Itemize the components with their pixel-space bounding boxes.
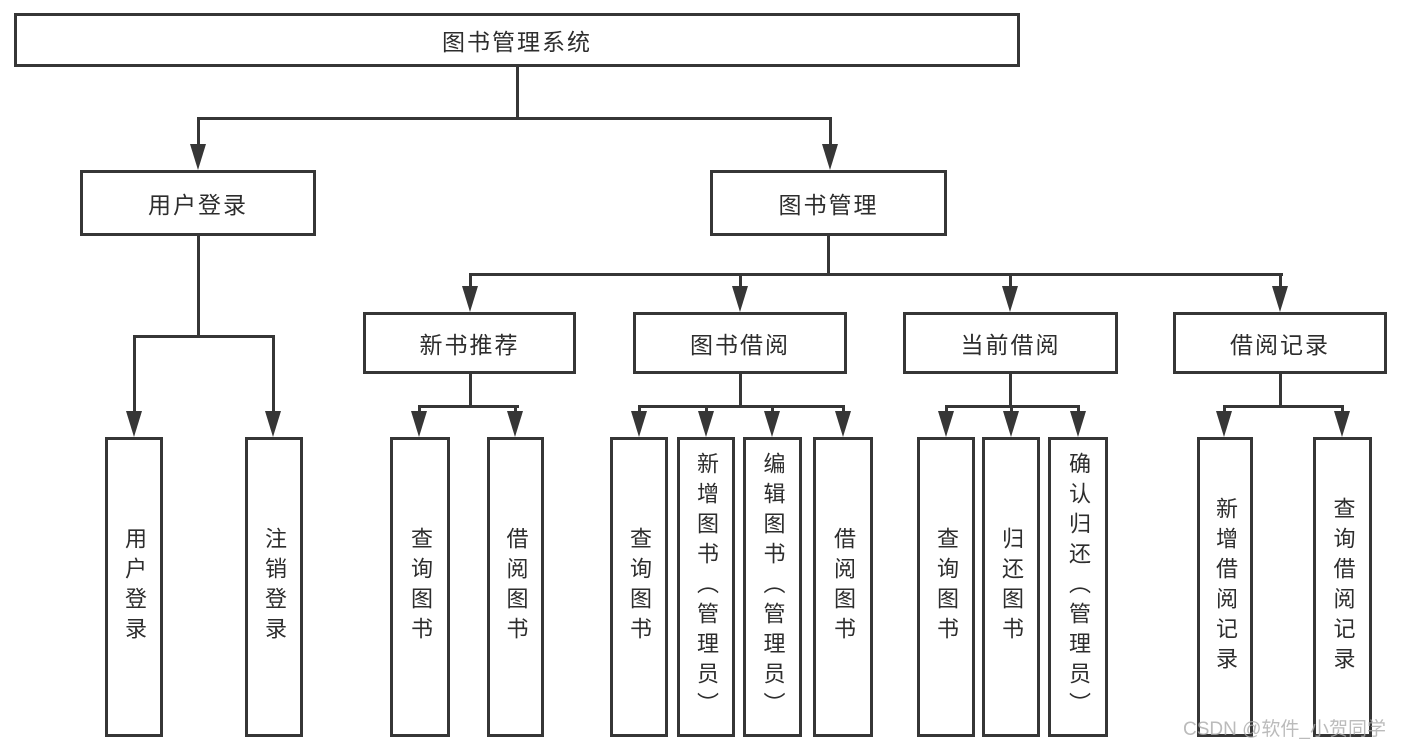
arrowhead-icon xyxy=(1003,411,1019,437)
node-root-system: 图书管理系统 xyxy=(14,13,1020,67)
connector-level2-bar xyxy=(197,117,831,120)
leaf-logout: 注销登录 xyxy=(245,437,303,737)
connector-level3-drop xyxy=(739,273,742,298)
connector-recommend-stem xyxy=(469,374,472,408)
leaf-query-book-current: 查询图书 xyxy=(917,437,975,737)
leaf-edit-book-admin: 编辑图书（管理员） xyxy=(743,437,802,737)
arrowhead-icon xyxy=(1070,411,1086,437)
connector-level3-drop xyxy=(469,273,472,298)
node-new-book-recommend: 新书推荐 xyxy=(363,312,576,374)
leaf-return-book: 归还图书 xyxy=(982,437,1040,737)
leaf-add-book-admin: 新增图书（管理员） xyxy=(677,437,735,737)
leaf-query-book-recommend: 查询图书 xyxy=(390,437,450,737)
arrowhead-icon xyxy=(265,411,281,437)
connector-book-management-drop xyxy=(829,117,832,150)
connector-root-stem xyxy=(516,67,519,120)
connector-user-login-drop xyxy=(197,117,200,150)
connector-leaf-drop xyxy=(133,335,136,417)
connector-leaf-drop xyxy=(272,335,275,417)
leaf-query-borrow-record: 查询借阅记录 xyxy=(1313,437,1372,737)
connector-records-stem xyxy=(1279,374,1282,408)
node-current-borrow: 当前借阅 xyxy=(903,312,1118,374)
arrowhead-icon xyxy=(411,411,427,437)
arrowhead-icon xyxy=(764,411,780,437)
leaf-query-book-borrow: 查询图书 xyxy=(610,437,668,737)
connector-level3-drop xyxy=(1279,273,1282,298)
csdn-watermark: CSDN @软件_小贺同学 xyxy=(1183,719,1386,740)
node-borrow-records: 借阅记录 xyxy=(1173,312,1387,374)
connector-user-login-stem xyxy=(197,236,200,338)
arrowhead-icon xyxy=(507,411,523,437)
connector-records-bar xyxy=(1223,405,1344,408)
arrowhead-icon xyxy=(698,411,714,437)
connector-level3-drop xyxy=(1009,273,1012,298)
arrowhead-icon xyxy=(190,144,206,170)
arrowhead-icon xyxy=(1002,286,1018,312)
leaf-add-borrow-record: 新增借阅记录 xyxy=(1197,437,1253,737)
arrowhead-icon xyxy=(1272,286,1288,312)
node-book-management: 图书管理 xyxy=(710,170,947,236)
connector-borrow-stem xyxy=(739,374,742,408)
arrowhead-icon xyxy=(938,411,954,437)
connector-borrow-bar xyxy=(638,405,845,408)
connector-user-login-bar xyxy=(133,335,275,338)
leaf-user-login: 用户登录 xyxy=(105,437,163,737)
connector-book-management-stem xyxy=(827,236,830,276)
connector-current-stem xyxy=(1009,374,1012,408)
leaf-borrow-book-recommend: 借阅图书 xyxy=(487,437,544,737)
arrowhead-icon xyxy=(631,411,647,437)
arrowhead-icon xyxy=(126,411,142,437)
arrowhead-icon xyxy=(822,144,838,170)
connector-recommend-bar xyxy=(418,405,519,408)
arrowhead-icon xyxy=(835,411,851,437)
connector-level3-bar xyxy=(469,273,1283,276)
node-user-login: 用户登录 xyxy=(80,170,316,236)
node-book-borrow: 图书借阅 xyxy=(633,312,847,374)
leaf-borrow-book: 借阅图书 xyxy=(813,437,873,737)
arrowhead-icon xyxy=(732,286,748,312)
leaf-confirm-return-admin: 确认归还（管理员） xyxy=(1048,437,1108,737)
arrowhead-icon xyxy=(1334,411,1350,437)
arrowhead-icon xyxy=(462,286,478,312)
arrowhead-icon xyxy=(1216,411,1232,437)
